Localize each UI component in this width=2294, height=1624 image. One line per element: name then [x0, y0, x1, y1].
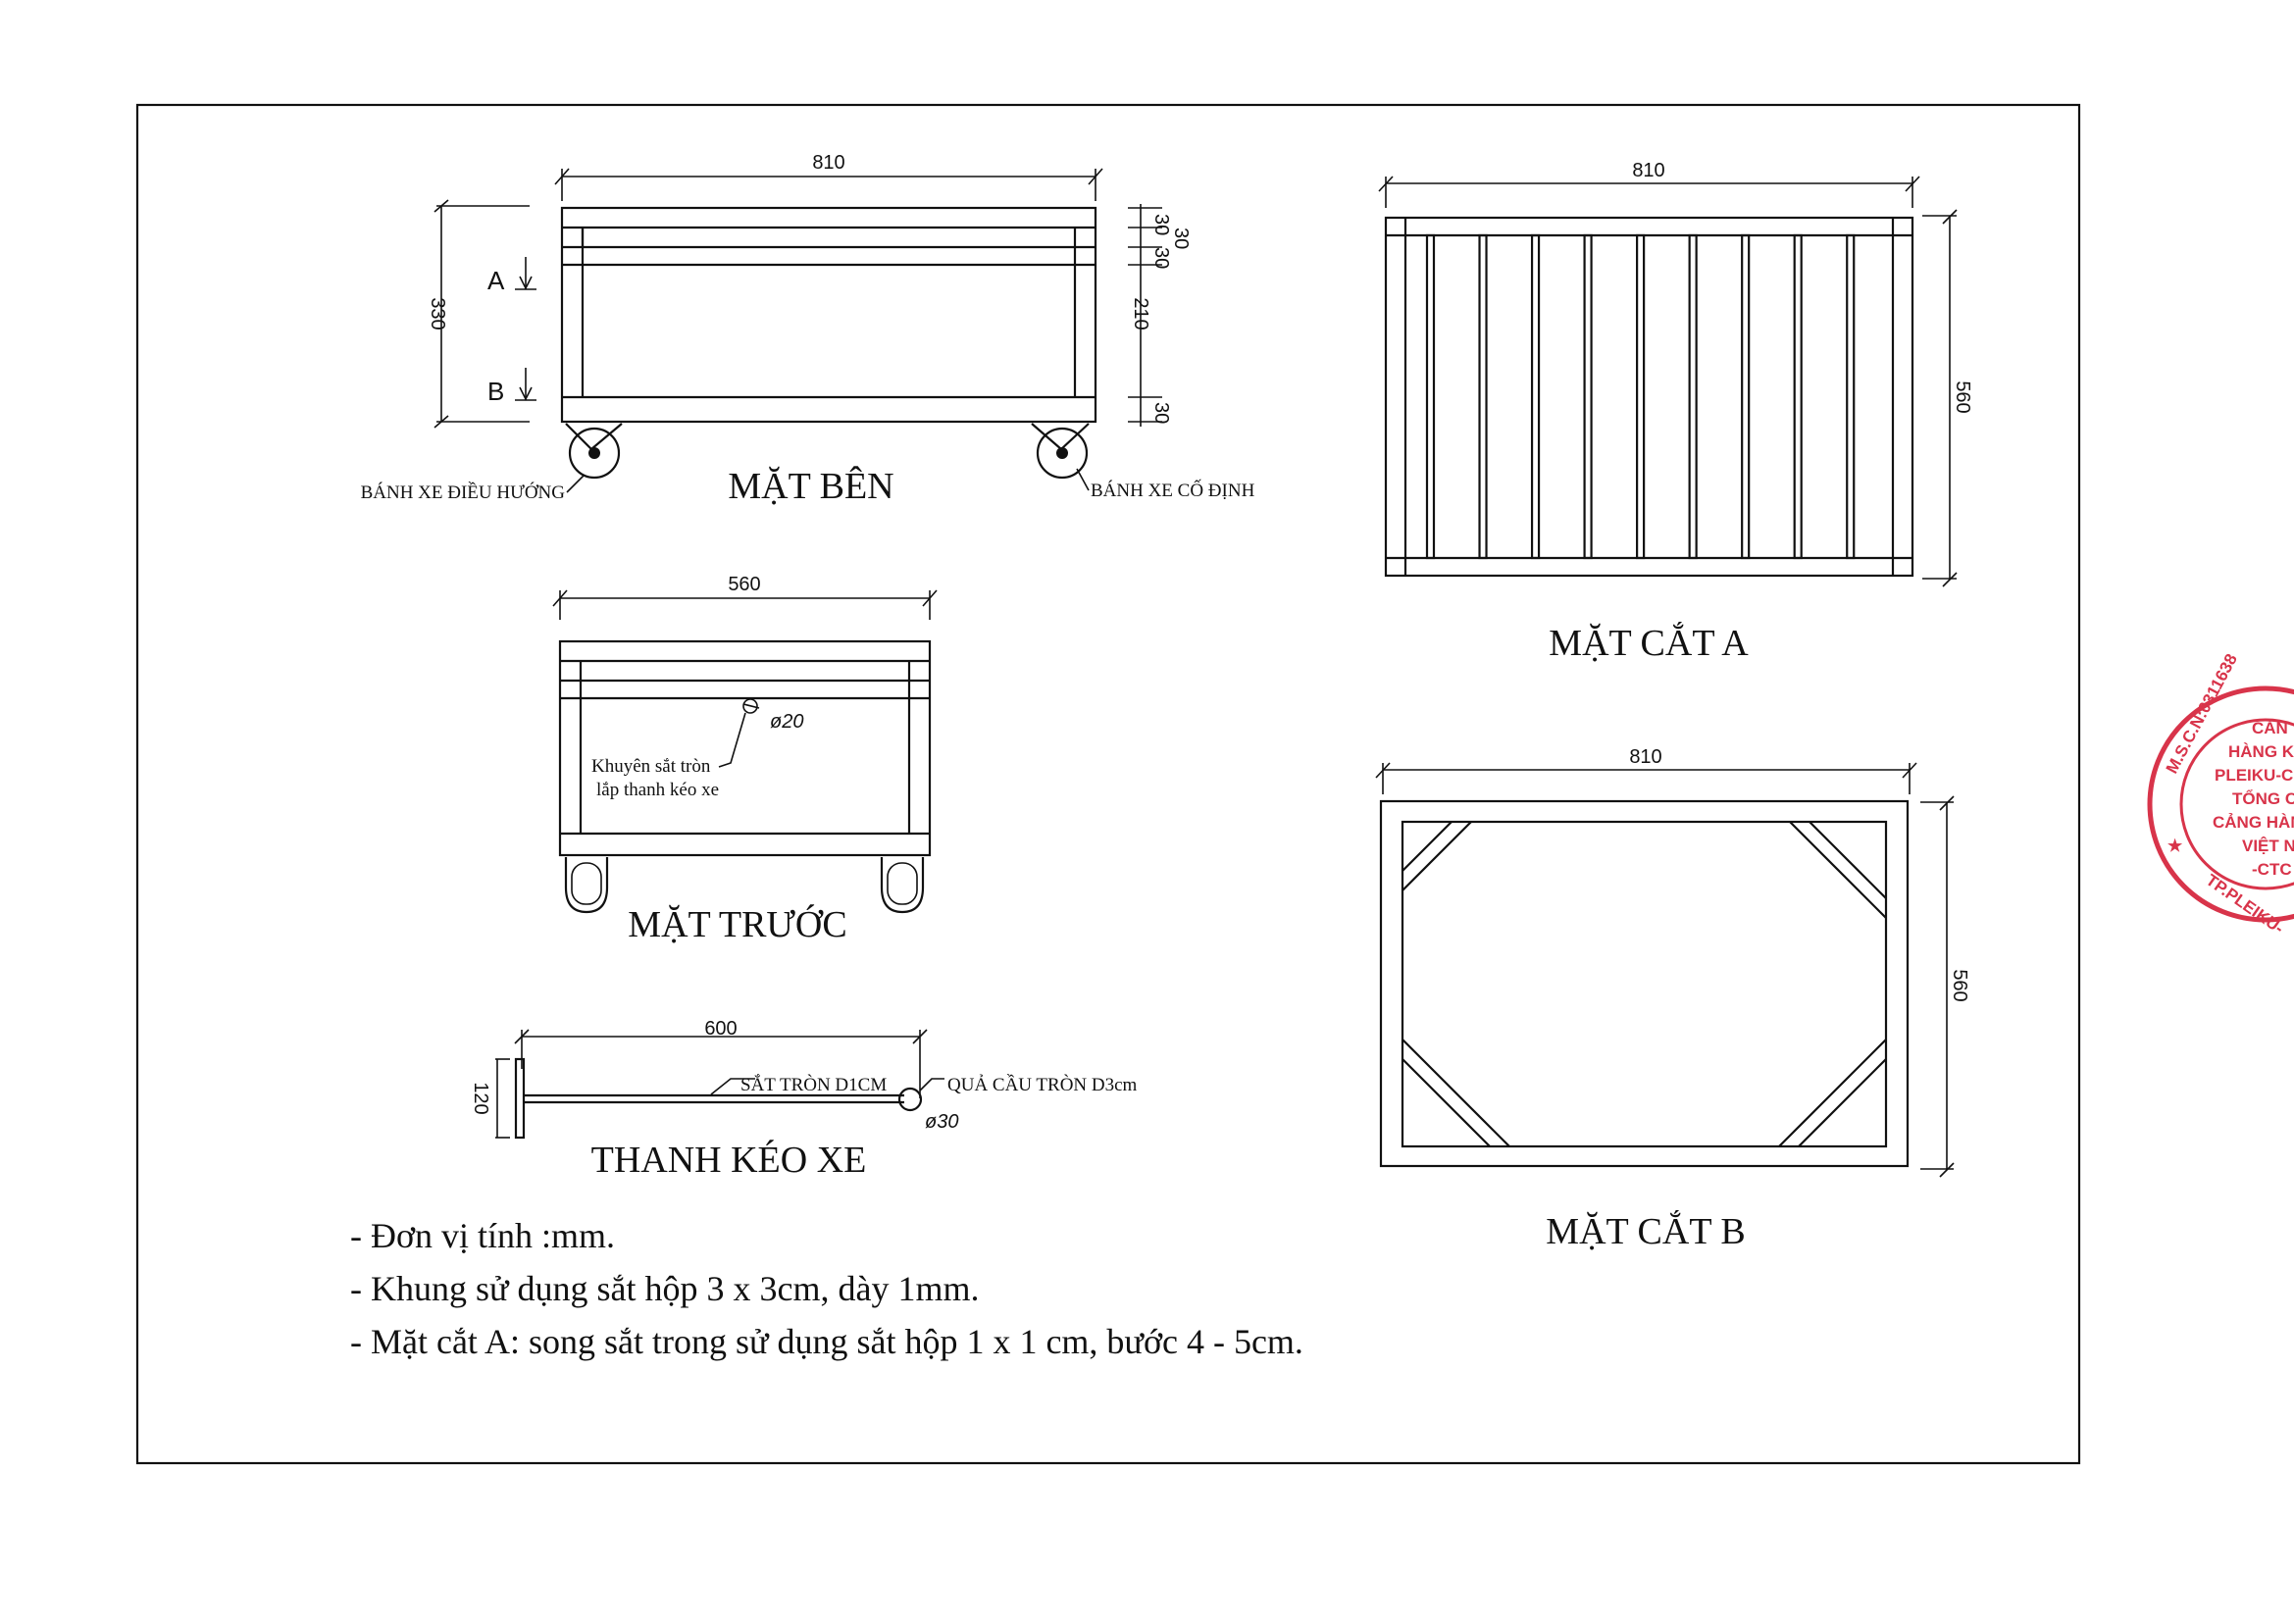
spec-notes: - Đơn vị tính :mm. - Khung sử dụng sắt h…	[350, 1216, 1303, 1361]
ring-note-line2: lắp thanh kéo xe	[596, 780, 719, 800]
fixed-wheel-label: BÁNH XE CỐ ĐỊNH	[1091, 480, 1255, 501]
section-b-view: 810 560 MẶT CẮT B	[1375, 746, 1970, 1252]
seal-bottom-text: TP.PLEIKU-	[2203, 871, 2287, 938]
seal-line-7: -CTC	[2252, 860, 2292, 879]
section-a-slat	[1425, 233, 1436, 560]
ring-diameter: ø20	[770, 711, 803, 733]
front-left-wheel-icon	[564, 857, 609, 914]
note-frame-material: - Khung sử dụng sắt hộp 3 x 3cm, dày 1mm…	[350, 1269, 979, 1308]
section-b-marker: B	[487, 377, 504, 406]
handle-dim-height: 120	[470, 1082, 491, 1114]
seal-star-icon: ★	[2167, 837, 2183, 855]
seal-line-5: CẢNG HÀN	[2213, 813, 2294, 832]
fixed-wheel-icon	[1031, 423, 1090, 480]
seal-line-3: PLEIKU-CH	[2215, 766, 2294, 785]
ball-diameter: ø30	[925, 1111, 958, 1133]
section-a-slats	[1425, 233, 1856, 560]
sheet-frame	[135, 103, 2081, 1465]
side-dim-height: 330	[427, 297, 448, 330]
section-b-dim-width: 810	[1629, 746, 1661, 768]
swivel-wheel-label: BÁNH XE ĐIỀU HƯỚNG	[361, 482, 566, 503]
section-a-slat	[1741, 233, 1751, 560]
side-dim-layer1: 30	[1150, 214, 1172, 235]
front-frame	[558, 639, 932, 857]
front-dim-width: 560	[728, 574, 760, 595]
section-a-slat	[1530, 233, 1541, 560]
rod-label: SẮT TRÒN D1CM	[740, 1074, 887, 1095]
handle-view-title: THANH KÉO XE	[591, 1140, 867, 1181]
handle-ball-icon	[897, 1087, 923, 1112]
section-a-view: 810 560 MẶT CẮT A	[1378, 160, 1973, 664]
handle-dim-length: 600	[704, 1018, 737, 1040]
note-section-a-bars: - Mặt cắt A: song sắt trong sử dụng sắt …	[350, 1322, 1303, 1361]
seal-line-4: TỔNG CÔ	[2232, 789, 2294, 808]
side-dim-bottom: 30	[1150, 402, 1172, 424]
section-a-dim-depth: 560	[1952, 381, 1973, 413]
section-a-frame	[1384, 216, 1914, 578]
side-view-title: MẶT BÊN	[728, 466, 893, 507]
section-a-marker: A	[487, 266, 505, 295]
ball-label: QUẢ CẦU TRÒN D3cm	[947, 1074, 1138, 1095]
swivel-wheel-icon	[565, 423, 623, 480]
side-dim-middle: 210	[1130, 297, 1151, 330]
section-b-outer-frame	[1379, 799, 1910, 1168]
side-frame	[560, 206, 1097, 424]
company-seal: M.S.C.N:0311638 CẢN HÀNG K PLEIKU-CH TỔN…	[2147, 651, 2294, 938]
side-view: 810 330 A B 30 30 30	[361, 152, 1255, 507]
ring-note-line1: Khuyên sắt tròn	[591, 756, 711, 777]
section-b-dim-depth: 560	[1949, 969, 1970, 1001]
front-right-wheel-icon	[880, 857, 925, 914]
section-a-slat	[1793, 233, 1803, 560]
note-unit: - Đơn vị tính :mm.	[350, 1216, 615, 1255]
section-b-inner-frame	[1401, 820, 1888, 1148]
section-a-slat	[1583, 233, 1593, 560]
pull-ring-icon	[742, 698, 758, 714]
section-a-slat	[1846, 233, 1856, 560]
side-dim-layer2: 30	[1170, 228, 1192, 249]
side-dim-layer3: 30	[1150, 247, 1172, 269]
handle-crossbar	[514, 1057, 526, 1140]
section-a-slat	[1688, 233, 1698, 560]
section-a-slat	[1636, 233, 1646, 560]
front-view-title: MẶT TRƯỚC	[628, 904, 846, 945]
section-a-title: MẶT CẮT A	[1549, 622, 1749, 664]
front-view: 560 ø20 Khuyên sắt tròn lắp thanh kéo xe…	[552, 574, 938, 945]
section-a-dim-width: 810	[1632, 160, 1664, 181]
seal-line-2: HÀNG K	[2228, 742, 2294, 761]
seal-line-6: VIỆT N	[2242, 837, 2294, 855]
section-b-corner-braces	[1402, 821, 1887, 1147]
seal-line-1: CẢN	[2252, 719, 2288, 737]
handle-view: 600 120 SẮT TRÒN D1CM QUẢ CẦU TRÒN D3cm …	[470, 1018, 1138, 1181]
section-a-slat	[1478, 233, 1488, 560]
section-b-title: MẶT CẮT B	[1546, 1210, 1745, 1252]
side-dim-width: 810	[812, 152, 844, 174]
